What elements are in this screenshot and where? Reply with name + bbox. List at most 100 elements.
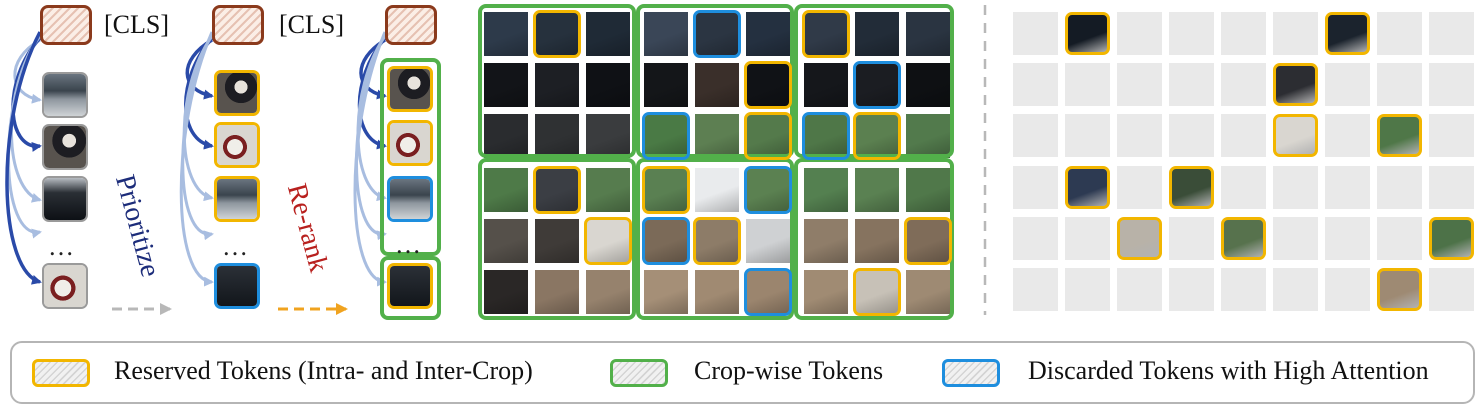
discarded-token-marker [642,217,690,265]
dropped-token [1325,217,1370,260]
image-patch-cell [746,63,790,107]
dropped-token [1377,217,1422,260]
retained-token [1117,217,1162,260]
image-patch-thumbnail [387,176,433,222]
reserved-token-marker [584,217,632,265]
discarded-token-marker [802,112,850,160]
dropped-token [1429,63,1474,106]
dropped-token [1429,268,1474,311]
image-patch-thumbnail [387,263,433,309]
dropped-token [1273,268,1318,311]
image-patch-cell [855,12,899,56]
legend-reserved-label: Reserved Tokens (Intra- and Inter-Crop) [114,356,533,385]
image-patch-thumbnail [387,66,433,112]
dropped-token [1429,12,1474,55]
dropped-token [1169,217,1214,260]
cls-token-icon [385,5,437,45]
retained-token [1377,114,1422,157]
dropped-token [1013,63,1058,106]
image-patch-cell [855,114,899,158]
image-patch-cell [586,168,630,212]
reserved-token-marker [533,10,581,58]
image-patch-cell [746,270,790,314]
dropped-token [1013,12,1058,55]
legend-cropwise-label: Crop-wise Tokens [694,356,884,385]
cls-label-2: [CLS] [279,10,344,39]
image-patch-cell [644,114,688,158]
image-patch-cell [804,63,848,107]
image-patch-cell [855,270,899,314]
dropped-token [1117,166,1162,209]
retained-token [1065,12,1110,55]
image-patch-cell [855,219,899,263]
cls-token-icon [212,5,264,45]
image-patch-cell [746,168,790,212]
dropped-token [1013,166,1058,209]
dropped-token [1377,12,1422,55]
image-patch-cell [906,219,950,263]
discarded-token-marker [693,10,741,58]
image-patch-thumbnail [214,122,260,168]
retained-token [1429,217,1474,260]
attention-arrow [7,33,42,239]
image-patch-cell [695,12,739,56]
image-patch-cell [586,114,630,158]
image-patch-cell [586,270,630,314]
dropped-token [1013,114,1058,157]
legend-cropwise-swatch [610,359,668,387]
dropped-token [1169,63,1214,106]
retained-token [1065,166,1110,209]
crop-group-frame [380,256,441,320]
discarded-token-marker [744,268,792,316]
dropped-token [1273,12,1318,55]
dropped-token [1273,217,1318,260]
dropped-token [1429,114,1474,157]
reserved-token-marker [693,217,741,265]
image-patch-cell [484,114,528,158]
discarded-token-marker [642,112,690,160]
image-patch-cell [746,219,790,263]
reserved-token-marker [904,217,952,265]
legend-discarded-label: Discarded Tokens with High Attention [1028,356,1429,385]
legend-discarded-swatch [942,359,1000,387]
dropped-token [1325,63,1370,106]
discarded-token-marker [744,166,792,214]
dropped-token [1221,12,1266,55]
image-patch-cell [484,12,528,56]
retained-token [1273,63,1318,106]
reserved-token-marker [853,112,901,160]
cls-label-1: [CLS] [104,10,169,39]
image-patch-thumbnail [42,176,88,222]
image-patch-cell [855,168,899,212]
image-patch-cell [695,270,739,314]
image-patch-cell [644,168,688,212]
retained-token [1325,12,1370,55]
image-patch-cell [695,168,739,212]
retained-token [1377,268,1422,311]
reserved-token-marker [853,268,901,316]
dropped-token [1169,268,1214,311]
photo-crop-grid [474,0,964,325]
image-patch-cell [484,219,528,263]
dropped-token [1117,114,1162,157]
image-patch-cell [804,12,848,56]
attention-arrow [179,31,214,287]
crop-group-frame [380,58,441,256]
image-patch-cell [484,270,528,314]
discarded-token-marker [853,61,901,109]
ellipsis-2: … [222,232,250,261]
reserved-token-marker [802,10,850,58]
image-patch-cell [644,219,688,263]
image-patch-cell [906,114,950,158]
image-patch-thumbnail [214,70,260,116]
retained-token [1169,166,1214,209]
image-patch-cell [804,219,848,263]
image-patch-cell [484,63,528,107]
dropped-token [1325,114,1370,157]
crop-frame [636,158,794,320]
image-patch-cell [644,270,688,314]
crop-frame [794,4,954,158]
image-patch-cell [535,114,579,158]
image-patch-cell [906,168,950,212]
